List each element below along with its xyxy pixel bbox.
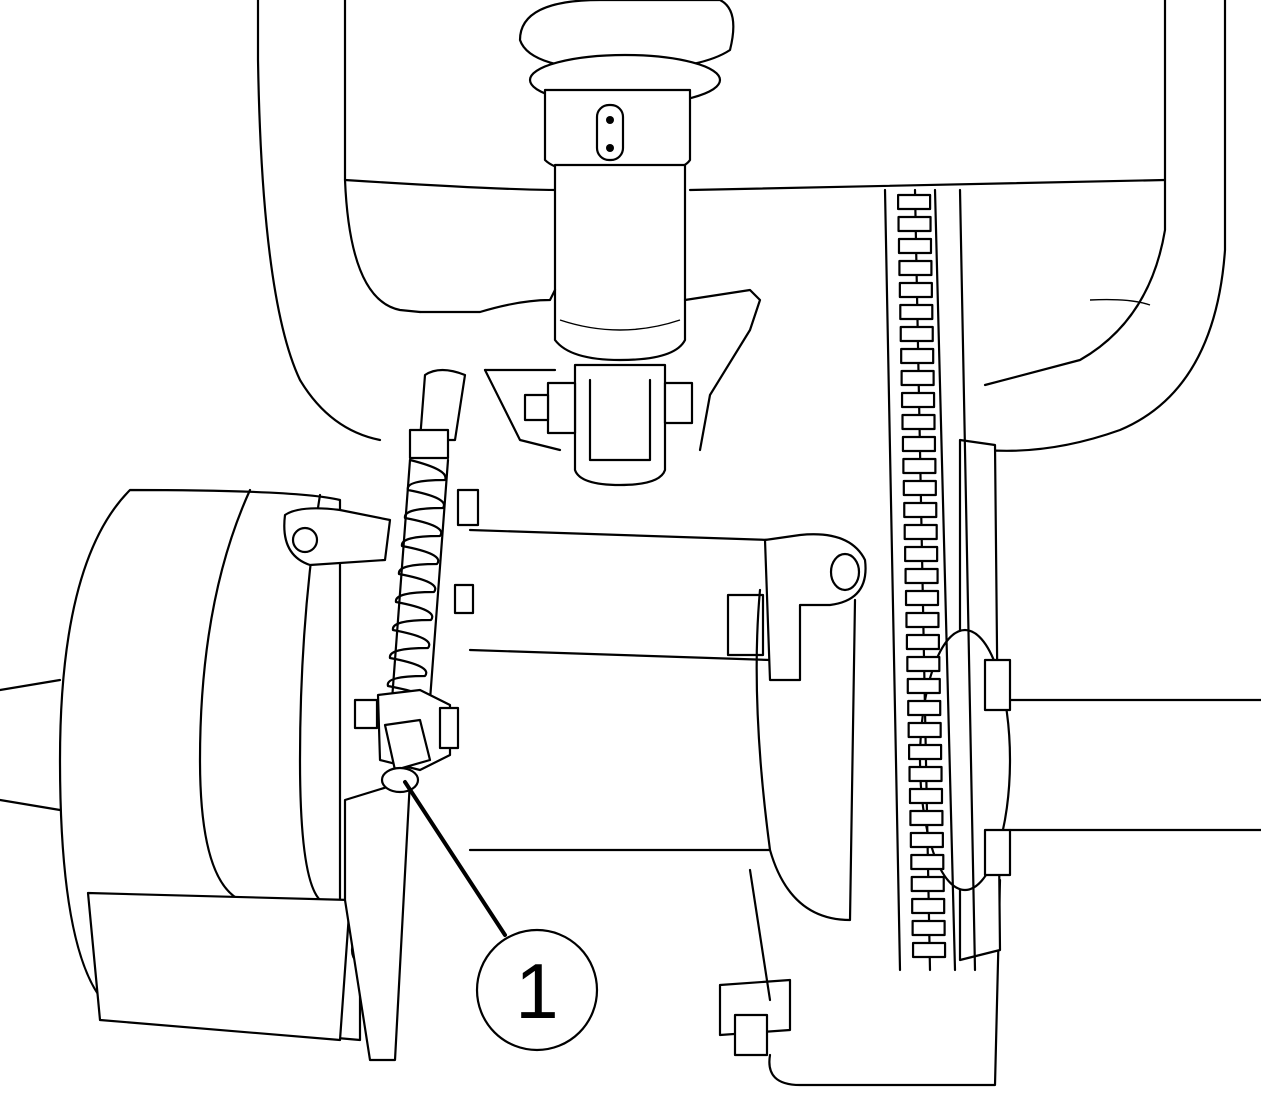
chain-link [899, 325, 934, 343]
chain-link [904, 589, 940, 607]
chain-link [906, 677, 941, 695]
chain-link [905, 633, 941, 651]
chain-link [903, 523, 938, 541]
chain-link [910, 875, 945, 893]
chain-link [900, 391, 936, 409]
chain-link [907, 743, 943, 761]
chain-link [902, 457, 937, 475]
chain-links [896, 193, 947, 959]
chain-link [908, 765, 943, 783]
chassis-frame [0, 0, 1261, 852]
chain-link [900, 347, 935, 365]
chain-link [911, 897, 946, 915]
chain-link [898, 281, 933, 299]
chain-link [905, 611, 940, 629]
chain-link [910, 853, 945, 871]
chain-link [908, 787, 944, 805]
brake-drum [58, 488, 412, 1062]
chain-link [903, 501, 938, 519]
chain-link [904, 567, 939, 585]
drive-chain [883, 188, 1012, 972]
shock-absorber [518, 0, 735, 487]
callout-label: 1 [515, 947, 558, 1035]
chain-link [901, 435, 937, 453]
chain-link [896, 193, 932, 211]
chain-link [907, 699, 942, 717]
chain-link [897, 237, 933, 255]
chain-link [904, 545, 939, 563]
chain-link [897, 215, 932, 233]
chain-link [911, 919, 946, 937]
right-bracket [718, 533, 1002, 1087]
mount-bracket [418, 288, 762, 452]
chain-link [900, 369, 935, 387]
chain-link [906, 655, 941, 673]
tension-spring [386, 458, 450, 702]
chain-link [899, 303, 934, 321]
chain-link [909, 831, 944, 849]
chain-link [902, 479, 937, 497]
chain-link [901, 413, 936, 431]
chain-link [911, 941, 947, 959]
callout-1: 1 [403, 780, 599, 1052]
chain-link [907, 721, 942, 739]
chain-link [898, 259, 933, 277]
chain-link [909, 809, 944, 827]
